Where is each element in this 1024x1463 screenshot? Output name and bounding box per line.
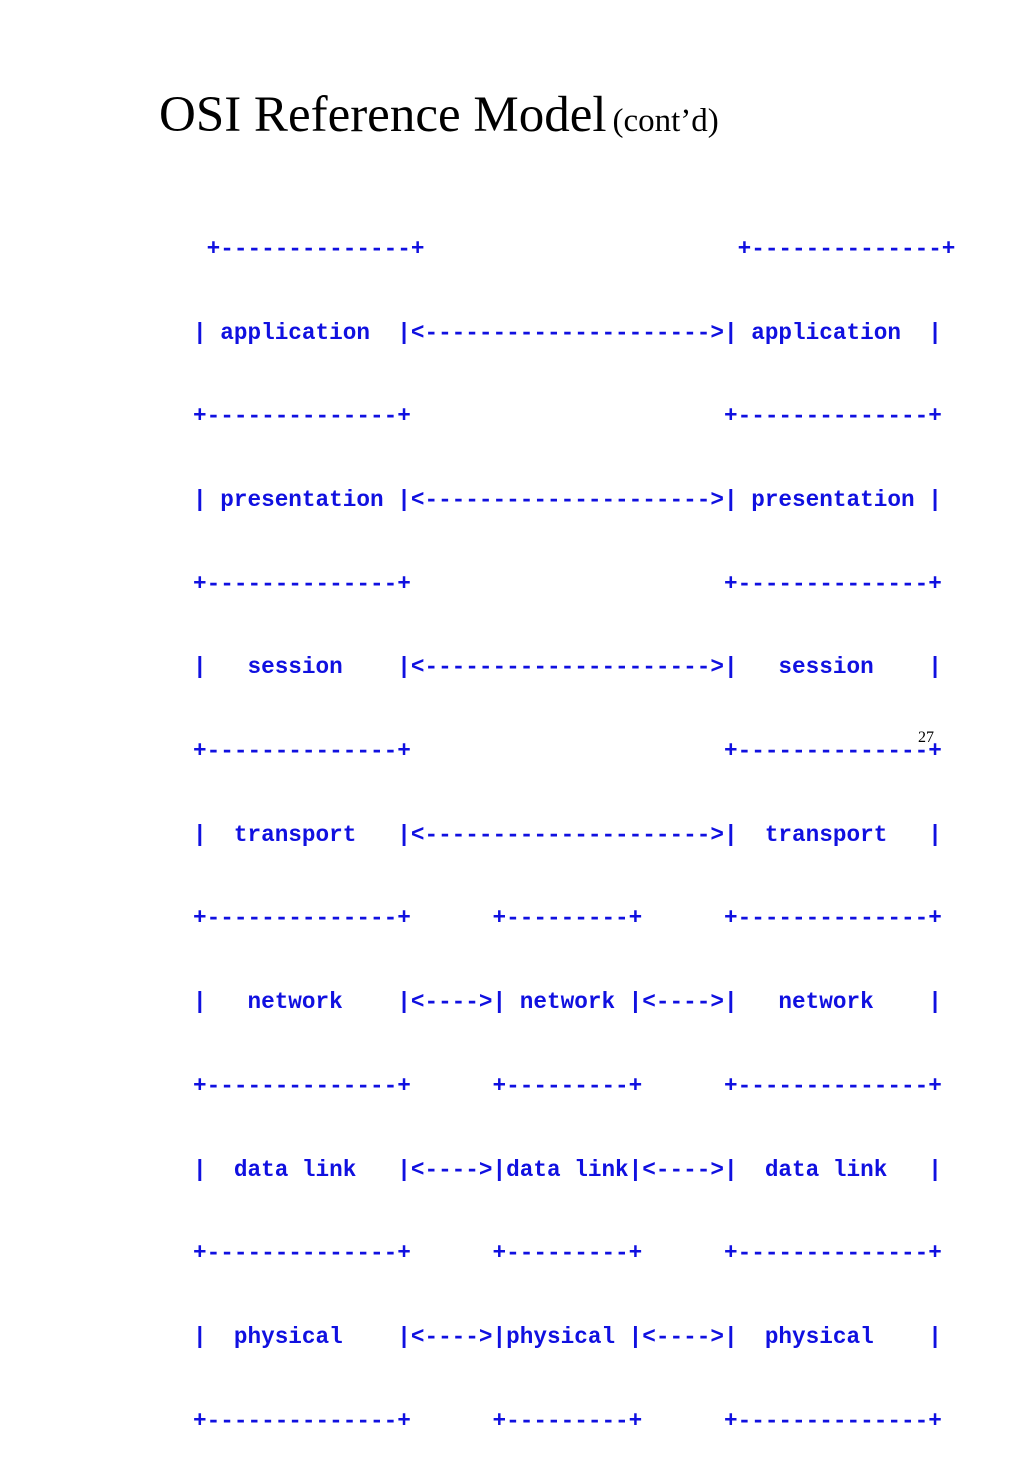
diagram-line-bottom-border: +--------------+ +---------+ +----------… [193, 1407, 942, 1434]
diagram-line-network: | network |<---->| network |<---->| netw… [193, 989, 942, 1016]
diagram-line-application: | application |<--------------------->| … [193, 319, 942, 346]
diagram-line-presentation: | presentation |<--------------------->|… [193, 486, 942, 513]
diagram-line-top-border: +--------------+ +--------------+ [193, 235, 956, 262]
diagram-line-border: +--------------+ +--------------+ [193, 738, 942, 765]
slide-title-main: OSI Reference Model [159, 87, 607, 143]
diagram-line-border: +--------------+ +--------------+ [193, 570, 942, 597]
diagram-line-data-link: | data link |<---->|data link|<---->| da… [193, 1156, 942, 1183]
diagram-line-border: +--------------+ +---------+ +----------… [193, 1072, 942, 1099]
diagram-line-border: +--------------+ +---------+ +----------… [193, 1240, 942, 1267]
diagram-line-transport: | transport |<--------------------->| tr… [193, 821, 942, 848]
diagram-line-border: +--------------+ +---------+ +----------… [193, 905, 942, 932]
osi-layer-diagram: +--------------+ +--------------+ | appl… [193, 180, 955, 1463]
slide-title-suffix: (cont’d) [612, 103, 719, 139]
diagram-line-session: | session |<--------------------->| sess… [193, 654, 942, 681]
page-number: 27 [918, 729, 934, 746]
diagram-line-physical: | physical |<---->|physical |<---->| phy… [193, 1323, 942, 1350]
diagram-line-border: +--------------+ +--------------+ [193, 403, 942, 430]
slide-title: OSI Reference Model(cont’d) [159, 90, 719, 141]
